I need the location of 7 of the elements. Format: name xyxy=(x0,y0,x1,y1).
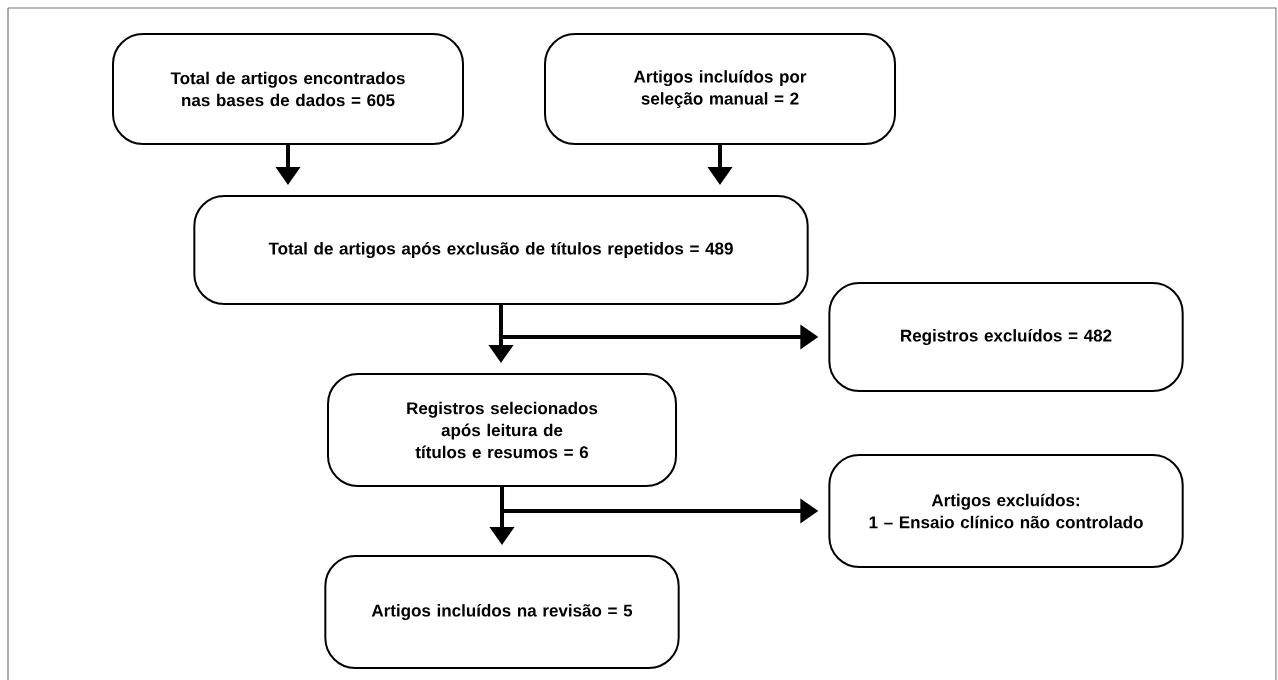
process-box: Registros excluídos = 482 xyxy=(828,282,1184,392)
process-box: Total de artigos após exclusão de títulos repetidos = 489 xyxy=(193,195,809,305)
process-box: Artigos incluídos na revisão = 5 xyxy=(324,555,680,669)
process-box: Artigos excluídos: 1 – Ensaio clínico não controlado xyxy=(828,454,1184,568)
process-box: Total de artigos encontrados nas bases de dados = 605 xyxy=(112,33,464,145)
process-box: Registros selecionados após leitura de títulos e resumos = 6 xyxy=(327,373,677,487)
process-box: Artigos incluídos por seleção manual = 2 xyxy=(544,33,896,145)
